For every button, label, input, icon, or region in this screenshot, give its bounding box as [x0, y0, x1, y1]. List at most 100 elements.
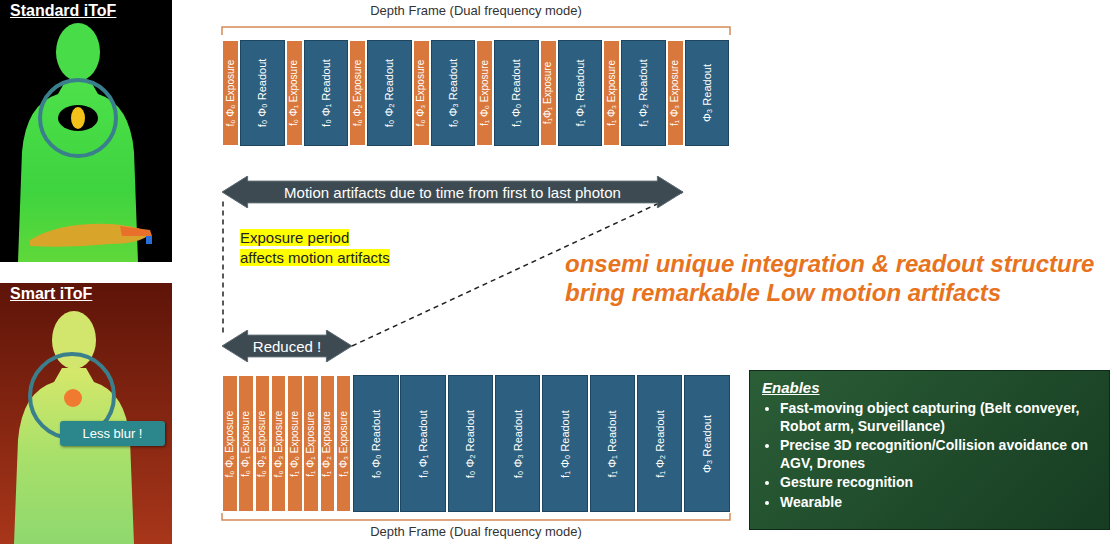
exposure-slot: f₁ Φ₁ Exposure	[303, 375, 319, 512]
readout-label: f₁ Φ₀ Readout	[559, 410, 570, 478]
blur-hole	[58, 105, 98, 131]
readout-slot: f₁ Φ₂ Readout	[637, 375, 683, 512]
exposure-slot: f₀ Φ₀ Exposure	[222, 40, 239, 146]
bullet-item: Wearable	[780, 494, 1097, 512]
tagline: onsemi unique integration & readout stru…	[565, 250, 1110, 308]
span-arrow: Reduced !	[222, 330, 352, 362]
exposure-label: f₁ Φ₀ Exposure	[480, 60, 490, 126]
readout-label: Φ₃ Readout	[701, 64, 712, 122]
exposure-slot: f₀ Φ₂ Exposure	[349, 40, 366, 146]
standard-depth-image	[0, 0, 172, 262]
readout-slot: f₁ Φ₁ Readout	[590, 375, 636, 512]
exposure-slot: f₀ Φ₁ Exposure	[238, 375, 254, 512]
image-title: Standard iToF	[10, 2, 116, 20]
exposure-label: f₀ Φ₃ Exposure	[274, 410, 284, 477]
feature-panel: EnablesFast-moving object capturing (Bel…	[749, 370, 1110, 530]
readout-label: f₀ Φ₀ Readout	[370, 409, 381, 478]
exposure-slot: f₀ Φ₁ Exposure	[286, 40, 303, 146]
frame-bracket	[222, 513, 730, 520]
exposure-slot: f₁ Φ₃ Exposure	[667, 40, 684, 146]
readout-label: f₁ Φ₁ Readout	[607, 410, 618, 477]
readout-label: f₀ Φ₂ Readout	[384, 59, 395, 127]
smart-depth-image	[0, 283, 172, 544]
readout-label: f₀ Φ₃ Readout	[512, 409, 523, 478]
exposure-label: f₁ Φ₂ Exposure	[322, 411, 332, 477]
exposure-label: f₁ Φ₁ Exposure	[306, 411, 316, 476]
exposure-slot: f₀ Φ₃ Exposure	[271, 375, 287, 512]
depth-spot	[146, 236, 152, 244]
bullet-item: Fast-moving object capturing (Belt conve…	[780, 400, 1097, 435]
exposure-label: f₁ Φ₀ Exposure	[290, 410, 300, 476]
exposure-label: f₁ Φ₃ Exposure	[339, 410, 349, 476]
readout-slot: Φ₃ Readout	[684, 375, 730, 512]
exposure-label: f₁Φ₁ Exposure	[543, 62, 553, 125]
highlighted-text: Exposure period affects motion artifacts	[240, 229, 390, 266]
readout-slot: f₀ Φ₁ Readout	[400, 375, 446, 512]
exposure-slot: f₀ Φ₃ Exposure	[413, 40, 430, 146]
readout-label: f₀ Φ₁ Readout	[418, 410, 429, 478]
exposure-label: f₀ Φ₂ Exposure	[257, 410, 267, 477]
exposure-slot: f₁ Φ₀ Exposure	[287, 375, 303, 512]
exposure-label: f₀ Φ₀ Exposure	[225, 410, 235, 477]
exposure-label: f₀ Φ₁ Exposure	[241, 410, 251, 476]
frame-bracket	[222, 27, 730, 35]
exposure-slot: f₁ Φ₃ Exposure	[336, 375, 352, 512]
frame-label: Depth Frame (Dual frequency mode)	[367, 524, 585, 539]
dashed-guide	[222, 202, 224, 337]
highlight-circle	[40, 80, 116, 156]
readout-label: f₁ Φ₁ Readout	[574, 60, 585, 127]
frame-label: Depth Frame (Dual frequency mode)	[367, 3, 585, 18]
exposure-label: f₀ Φ₃ Exposure	[416, 60, 426, 127]
readout-label: f₁ Φ₂ Readout	[654, 410, 665, 478]
readout-slot: f₀ Φ₂ Readout	[367, 40, 412, 146]
exposure-label: f₀ Φ₁ Exposure	[289, 60, 299, 126]
exposure-label: f₀ Φ₂ Exposure	[353, 60, 363, 127]
readout-slot: f₁ Φ₂ Readout	[621, 40, 666, 146]
callout-box: Less blur !	[60, 421, 165, 446]
panel-heading: Enables	[762, 379, 1097, 396]
exposure-label: f₁ Φ₃ Exposure	[607, 60, 617, 126]
moving-ball	[64, 389, 82, 407]
image-ground	[0, 0, 172, 262]
bullet-item: Gesture recognition	[780, 474, 1097, 492]
finger-detail	[120, 226, 152, 236]
readout-slot: f₁ Φ₀ Readout	[494, 40, 539, 146]
exposure-slot: f₁Φ₁ Exposure	[540, 40, 557, 146]
readout-slot: f₀ Φ₃ Readout	[495, 375, 541, 512]
readout-label: f₁ Φ₀ Readout	[511, 59, 522, 127]
readout-slot: f₁ Φ₀ Readout	[542, 375, 588, 512]
exposure-label: f₀ Φ₀ Exposure	[226, 60, 236, 127]
readout-slot: f₁ Φ₁ Readout	[558, 40, 603, 146]
highlight-note: Exposure period affects motion artifacts	[240, 228, 394, 267]
arrow-label: Reduced !	[253, 338, 321, 355]
exposure-slot: f₁ Φ₂ Exposure	[320, 375, 336, 512]
bullet-item: Precise 3D recognition/Collision avoidan…	[780, 437, 1097, 472]
readout-label: f₀ Φ₀ Readout	[257, 59, 268, 128]
readout-label: f₀ Φ₁ Readout	[320, 59, 331, 127]
readout-label: f₀ Φ₂ Readout	[465, 409, 476, 477]
readout-label: f₁ Φ₂ Readout	[638, 59, 649, 127]
readout-slot: f₀ Φ₀ Readout	[240, 40, 285, 146]
readout-slot: f₀ Φ₃ Readout	[431, 40, 476, 146]
head-silhouette	[52, 311, 96, 369]
readout-label: Φ₃ Readout	[701, 415, 712, 473]
span-arrow: Motion artifacts due to time from first …	[222, 176, 683, 208]
image-ground	[0, 283, 172, 544]
readout-slot: Φ₃ Readout	[685, 40, 730, 146]
bullet-list: Fast-moving object capturing (Belt conve…	[762, 400, 1097, 511]
double-arrow-body	[222, 330, 352, 362]
readout-slot: f₀ Φ₂ Readout	[448, 375, 494, 512]
callout-text: Less blur !	[83, 426, 143, 441]
exposure-slot: f₁ Φ₀ Exposure	[476, 40, 493, 146]
head-silhouette	[56, 23, 100, 81]
arrow-label: Motion artifacts due to time from first …	[284, 184, 621, 201]
readout-slot: f₀ Φ₀ Readout	[353, 375, 399, 512]
double-arrow-body	[222, 176, 683, 208]
readout-slot: f₀ Φ₁ Readout	[304, 40, 349, 146]
image-title: Smart iToF	[10, 285, 92, 303]
exposure-label: f₁ Φ₃ Exposure	[670, 60, 680, 126]
exposure-slot: f₁ Φ₃ Exposure	[603, 40, 620, 146]
readout-label: f₀ Φ₃ Readout	[447, 59, 458, 128]
exposure-slot: f₀ Φ₂ Exposure	[255, 375, 271, 512]
